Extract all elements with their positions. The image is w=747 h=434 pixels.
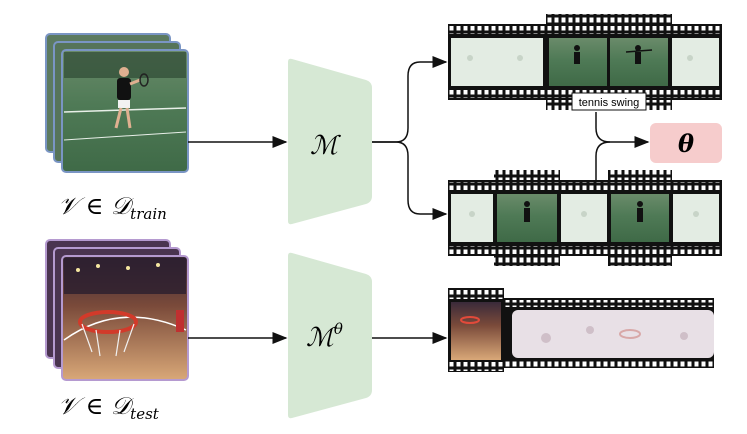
arrow-bottom-clip-to-theta [595, 141, 611, 180]
test-video-stack [45, 239, 189, 381]
test-frame-front [61, 255, 189, 381]
arrow-tag-to-theta [595, 112, 650, 148]
test-set-symbol: 𝒱 ∈ 𝒟 [58, 392, 135, 420]
basketball-hoop [78, 310, 138, 357]
theta-box: θ [650, 123, 722, 163]
filmstrip-test-faded-frames [512, 310, 714, 358]
filmstrip-top-frame-1 [451, 38, 543, 86]
arrows [188, 56, 650, 344]
filmstrip-top-highlight-top [546, 14, 672, 24]
filmstrip-test [448, 288, 714, 372]
model-theta-label: ℳθ [306, 320, 343, 353]
test-set-subscript: test [130, 405, 160, 423]
filmstrip-test-frame-1 [451, 302, 501, 360]
train-frame-front [61, 49, 189, 173]
tennis-player-figure [114, 67, 149, 129]
model-block: ℳ [288, 58, 372, 225]
filmstrip-bottom-frame-3 [561, 194, 607, 242]
arrow-model-to-clip-top [372, 56, 448, 143]
train-set-label: 𝒱 ∈ 𝒟train [58, 192, 167, 223]
filmstrip-bottom-frame-5 [673, 194, 719, 242]
train-video-stack [45, 33, 189, 173]
theta-text: θ [678, 129, 694, 158]
arrow-model-to-clip-bottom [372, 141, 448, 220]
tag-box: tennis swing [571, 92, 647, 111]
model-theta-block: ℳθ [288, 252, 372, 419]
train-set-symbol: 𝒱 ∈ 𝒟 [58, 192, 135, 220]
tag-text: tennis swing [579, 97, 640, 109]
test-set-label: 𝒱 ∈ 𝒟test [58, 392, 160, 423]
filmstrip-top-frame-4 [672, 38, 719, 86]
model-theta-superscript: θ [334, 320, 343, 338]
filmstrip-bottom-frame-1 [451, 194, 493, 242]
model-theta-symbol: ℳ [306, 323, 337, 353]
filmstrip-train-bottom [448, 170, 722, 266]
model-symbol: ℳ [310, 131, 341, 161]
train-set-subscript: train [130, 205, 167, 223]
